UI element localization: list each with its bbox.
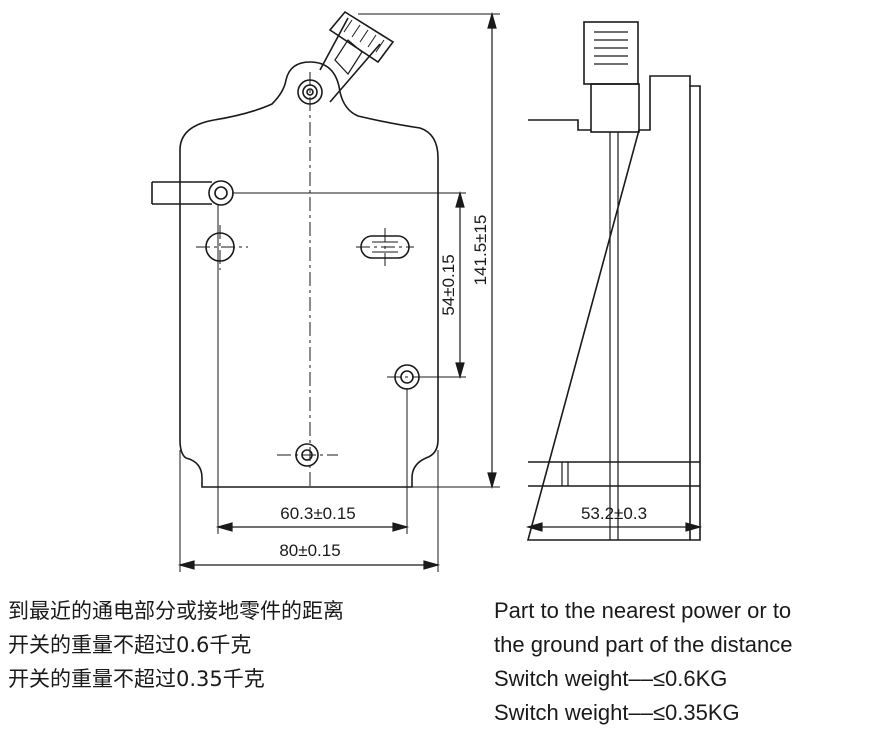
dim-width-total: 80±0.15: [279, 541, 340, 560]
note-cn-3: 开关的重量不超过0.35千克: [8, 667, 265, 691]
note-cn-2: 开关的重量不超过0.6千克: [8, 633, 252, 657]
side-dimension: [525, 522, 703, 532]
dim-hole-spacing-horizontal: 60.3±0.15: [280, 504, 356, 523]
dim-height-total: 141.5±15: [471, 215, 490, 286]
note-en-1: Part to the nearest power or to: [494, 598, 792, 623]
notes-chinese: 到最近的通电部分或接地零件的距离 开关的重量不超过0.6千克 开关的重量不超过0…: [8, 594, 344, 696]
switch-body-outline: [179, 61, 439, 488]
note-cn-1: 到最近的通电部分或接地零件的距离: [8, 599, 344, 623]
mounting-hole-top-left: [151, 180, 234, 206]
side-view: [525, 21, 703, 541]
notes-english: Part to the nearest power or to the grou…: [494, 594, 792, 730]
note-en-4: Switch weight––≤0.35KG: [494, 700, 740, 725]
lever-arm: [319, 10, 395, 103]
extension-lines: [179, 13, 500, 572]
dim-depth-side: 53.2±0.3: [581, 504, 647, 523]
dimension-lines: [177, 11, 497, 570]
note-en-3: Switch weight––≤0.6KG: [494, 666, 728, 691]
side-body-outline: [526, 75, 701, 541]
roller: [583, 21, 639, 85]
front-view: [151, 10, 500, 572]
center-lines: [196, 72, 428, 490]
note-en-2: the ground part of the distance: [494, 632, 793, 657]
technical-drawing: 141.5±15 54±0.15 60.3±0.15 80±0.15: [151, 10, 703, 572]
dim-hole-spacing-vertical: 54±0.15: [439, 254, 458, 315]
shaft-block: [590, 83, 640, 133]
